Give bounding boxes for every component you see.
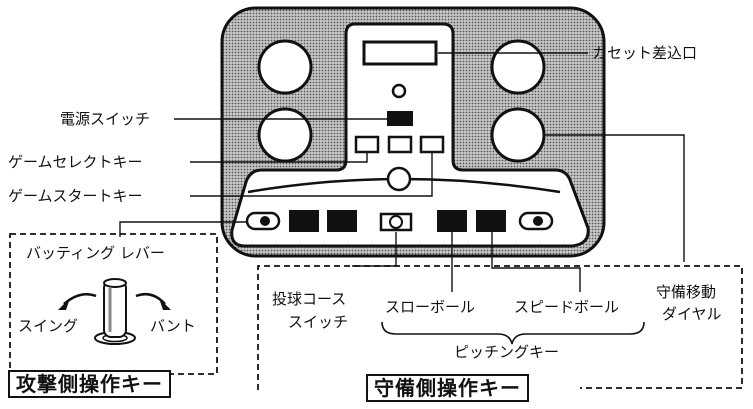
select-key-2 (387, 135, 413, 154)
lever-stick (103, 280, 127, 338)
cassette-slot (362, 40, 438, 66)
pitching-key-label: ピッチングキー (454, 343, 560, 361)
left-top-knob (257, 39, 313, 95)
swing-label: スイング (18, 317, 79, 335)
defense-dial (490, 107, 546, 163)
select-key-1 (354, 135, 380, 154)
offense-key-2 (327, 210, 357, 232)
left-bottom-knob (257, 107, 313, 163)
cassette-slot-label: カセット差込口 (592, 44, 698, 62)
batting-lever-label: バッティング レバー (26, 244, 165, 262)
defense-dial-label-1: 守備移動 (656, 283, 717, 301)
center-panel (230, 22, 590, 248)
power-switch (387, 111, 413, 126)
bunt-label: バント (150, 317, 196, 335)
swing-arrow (63, 293, 97, 305)
power-switch-label: 電源スイッチ (60, 110, 151, 128)
pitching-brace (381, 321, 645, 345)
pitch-course-label-1: 投球コース (272, 290, 347, 308)
pitch-course-label-2: スイッチ (288, 313, 349, 331)
defense-dashed-box (257, 265, 743, 390)
start-key (386, 166, 412, 192)
speed-ball-label: スピードボール (514, 298, 620, 316)
game-start-key-label: ゲームスタートキー (8, 187, 143, 205)
game-select-key-label: ゲームセレクトキー (8, 153, 143, 171)
defense-dial-label-2: ダイヤル (662, 305, 722, 323)
slow-ball-key (437, 210, 467, 232)
offense-key-1 (289, 210, 319, 232)
indicator-lamp (391, 83, 407, 99)
select-key-3 (419, 135, 445, 154)
right-top-knob (490, 39, 546, 95)
slow-ball-label: スローボール (385, 298, 476, 316)
defense-controls-title: 守備側操作キー (366, 374, 529, 402)
speed-ball-key (476, 210, 506, 232)
offense-controls-title: 攻撃側操作キー (8, 370, 171, 398)
